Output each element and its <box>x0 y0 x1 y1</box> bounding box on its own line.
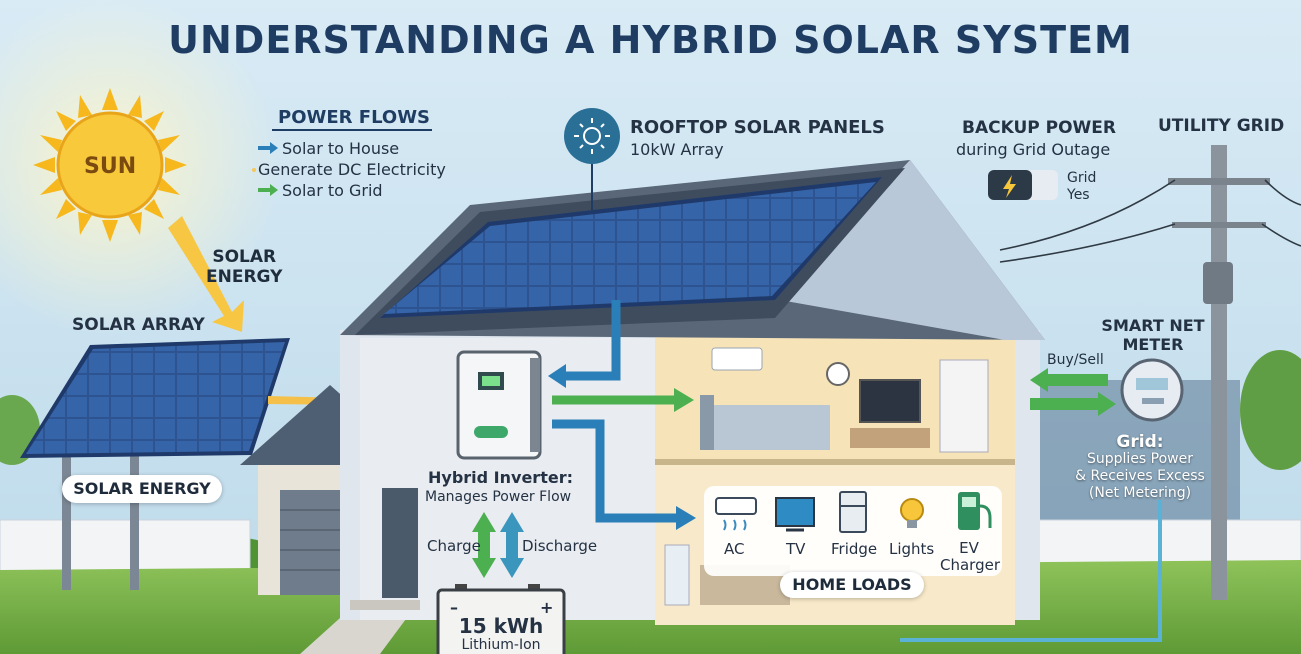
buy-sell-label: Buy/Sell <box>1047 352 1104 368</box>
solar-energy-line1: SOLAR <box>212 247 277 267</box>
utility-pole <box>1168 145 1270 600</box>
grid-note-line3: (Net Metering) <box>1088 485 1192 501</box>
power-flow-solar-to-house: Solar to House <box>282 139 400 158</box>
green-arrow-icon <box>258 184 278 196</box>
load-label-ev-line2: Charger <box>940 556 1000 574</box>
buy-arrow <box>1030 368 1108 392</box>
inverter-subtitle: Manages Power Flow <box>425 489 572 505</box>
ac-icon <box>715 497 757 531</box>
loads-flow-arrowhead <box>676 506 696 530</box>
power-lines <box>999 179 1301 263</box>
power-flow-dc: Generate DC Electricity <box>258 160 446 179</box>
power-flow-solar-to-grid: Solar to Grid <box>282 181 383 200</box>
inverter-title: Hybrid Inverter: <box>428 468 573 487</box>
meter-title-line1: SMART NET <box>1101 316 1205 335</box>
battery-flow-arrows <box>472 512 524 578</box>
green-flow-arrowhead <box>674 388 694 412</box>
grid-note: Grid: Supplies Power & Receives Excess (… <box>1070 434 1210 502</box>
sell-arrow <box>1030 392 1116 416</box>
rooftop-title: ROOFTOP SOLAR PANELS <box>630 117 885 138</box>
sun-label: SUN <box>84 154 137 179</box>
grid-note-title: Grid: <box>1116 432 1164 452</box>
power-flows-heading: POWER FLOWS <box>278 107 431 128</box>
meter-title-line2: METER <box>1122 335 1184 354</box>
home-loads-title: HOME LOADS <box>780 572 924 598</box>
page-title: UNDERSTANDING A HYBRID SOLAR SYSTEM <box>168 18 1133 62</box>
grid-feed-line <box>900 500 1162 642</box>
load-label-ev-line1: EV <box>959 539 979 557</box>
grid-note-line1: Supplies Power <box>1087 451 1193 467</box>
grid-note-line2: & Receives Excess <box>1075 468 1205 484</box>
blue-arrow-icon <box>258 142 278 154</box>
backup-subtitle: during Grid Outage <box>956 140 1111 159</box>
ev-charger-icon <box>958 492 992 530</box>
load-label-ac: AC <box>724 540 745 558</box>
meter-title: SMART NET METER <box>1098 316 1208 354</box>
solar-energy-badge: SOLAR ENERGY <box>62 475 222 503</box>
rooftop-callout <box>564 108 620 212</box>
discharge-label: Discharge <box>522 537 598 555</box>
smart-meter-icon <box>1120 358 1184 422</box>
charge-label: Charge <box>427 537 481 555</box>
fridge-icon <box>839 491 867 533</box>
rooftop-subtitle: 10kW Array <box>630 140 724 159</box>
backup-title: BACKUP POWER <box>962 118 1117 138</box>
inverter-icon <box>456 350 542 460</box>
battery-icon <box>436 584 566 654</box>
roof <box>340 160 1045 340</box>
lightbulb-icon <box>900 498 924 528</box>
utility-grid-title: UTILITY GRID <box>1158 116 1285 136</box>
load-label-tv: TV <box>786 540 806 558</box>
load-label-fridge: Fridge <box>831 540 878 558</box>
backup-grid-value: Yes <box>1067 187 1090 203</box>
battery-plus: + <box>540 598 554 617</box>
load-label-lights: Lights <box>889 540 935 558</box>
load-label-ev: EV Charger <box>940 539 1000 574</box>
solar-array-title: SOLAR ARRAY <box>72 315 205 335</box>
solar-energy-line2: ENERGY <box>206 267 283 287</box>
solar-energy-label: SOLAR ENERGY <box>206 247 282 287</box>
battery-capacity: 15 kWh <box>458 614 544 638</box>
tv-icon <box>775 497 815 532</box>
battery-minus: – <box>450 598 458 617</box>
solar-energy-arrow <box>168 216 244 332</box>
roof-to-inverter-flow <box>560 300 621 381</box>
roof-flow-arrowhead <box>548 364 566 388</box>
bullet-dot <box>252 168 256 172</box>
battery-type: Lithium-Ion <box>461 637 541 653</box>
sun-icon <box>33 88 187 242</box>
inverter-to-loads-flow <box>552 419 678 523</box>
solar-array <box>20 338 290 590</box>
backup-battery-icon <box>988 170 1058 200</box>
backup-grid-label: Grid <box>1067 170 1097 186</box>
